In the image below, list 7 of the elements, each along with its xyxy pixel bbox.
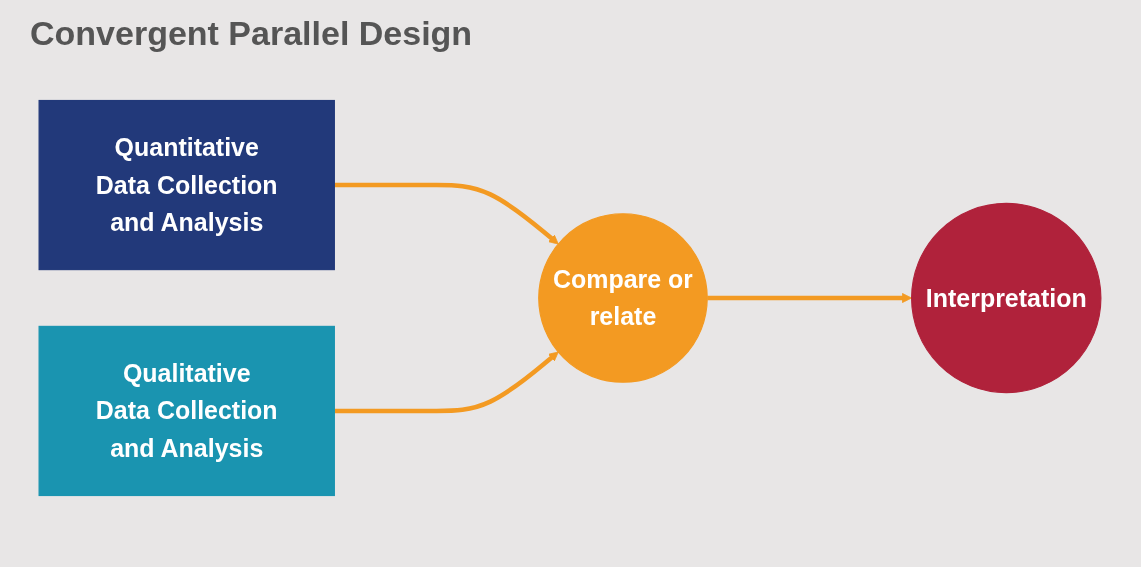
node-circle: Interpretation (911, 202, 1102, 394)
arrow (334, 182, 559, 245)
node-box: Qualitative Data Collection and Analysis (38, 325, 335, 497)
node-box: Quantitative Data Collection and Analysis (38, 99, 335, 271)
node-circle: Compare or relate (538, 213, 708, 383)
arrow (334, 351, 559, 414)
diagram-title: Convergent Parallel Design (30, 14, 473, 53)
